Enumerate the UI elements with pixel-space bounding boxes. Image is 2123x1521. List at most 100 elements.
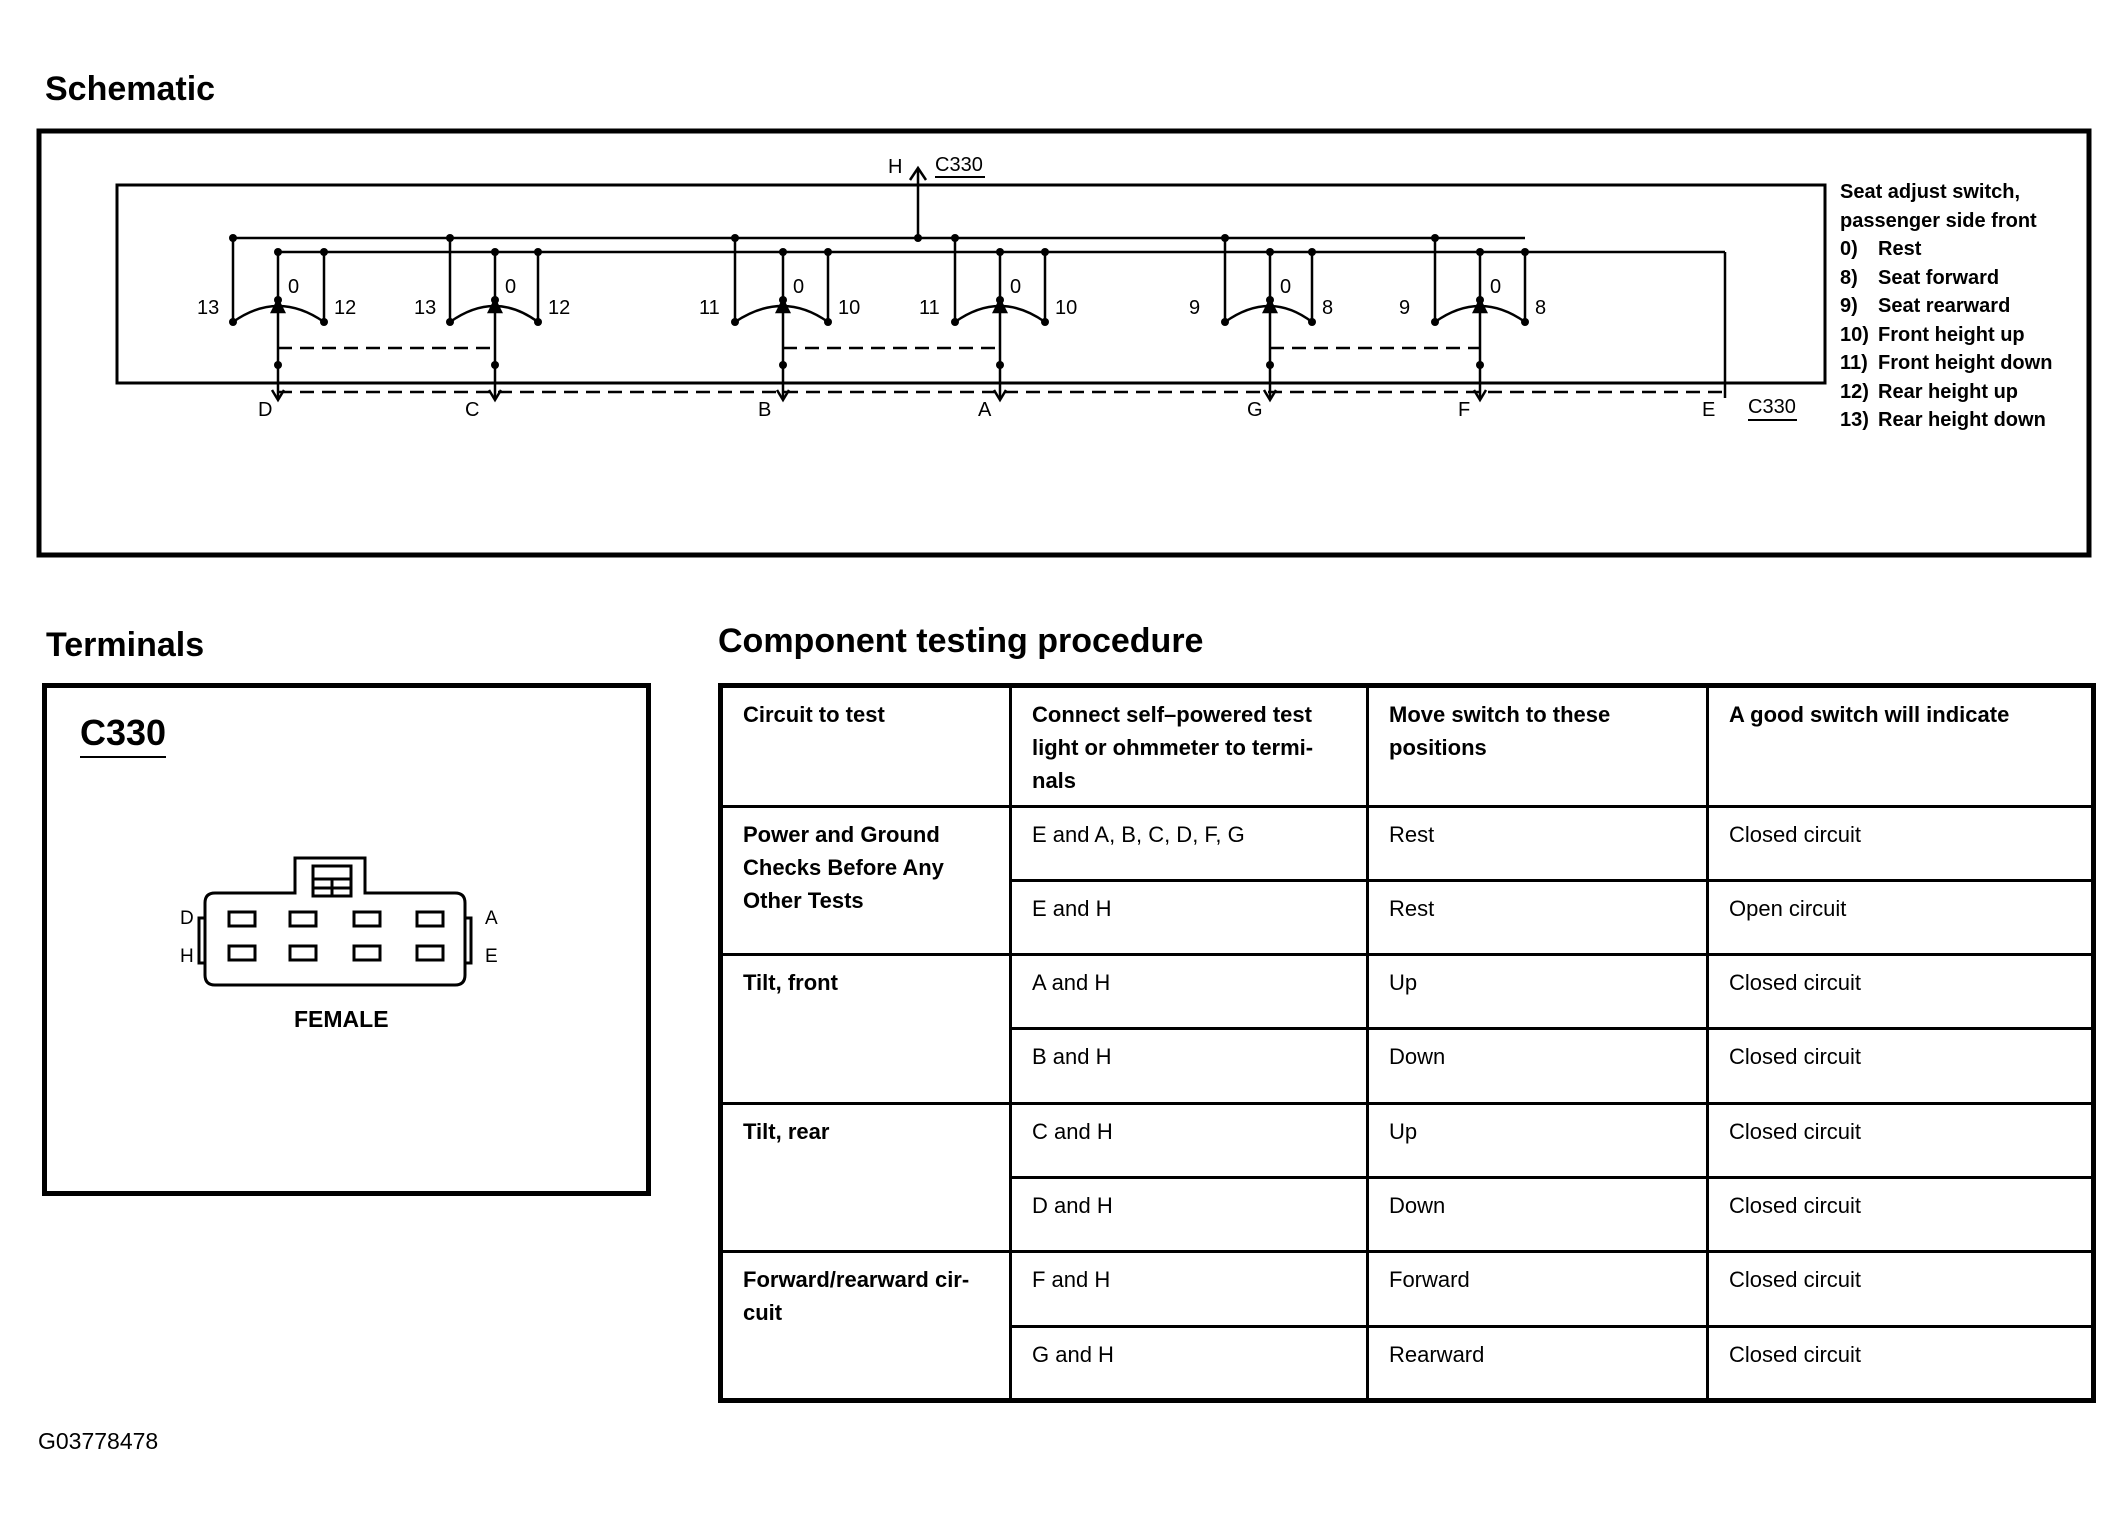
indicate-cell: Closed circuit <box>1706 1175 2095 1254</box>
switch-rest-label: 0 <box>288 276 299 298</box>
terminal-label: B <box>758 399 771 421</box>
legend-item-text: Front height up <box>1878 323 2025 346</box>
legend-item: 13) Rear height down <box>1840 406 2052 435</box>
top-connector-ref: C330 <box>935 154 983 176</box>
indicate-cell: Closed circuit <box>1706 1250 2095 1328</box>
table-header-row: Circuit to test Connect self–powered tes… <box>719 684 2095 808</box>
switch-contact-label: 8 <box>1535 297 1546 319</box>
circuit-cell: Tilt, rear <box>719 1101 1012 1254</box>
switch-contact-label: 13 <box>197 297 219 319</box>
connect-cell: B and H <box>1009 1027 1369 1105</box>
switch-rest-label: 0 <box>505 276 516 298</box>
legend-item-text: Seat rearward <box>1878 295 2011 317</box>
circuit-cell: Forward/rearward cir-cuit <box>719 1250 1012 1402</box>
legend-title-2: passenger side front <box>1840 209 2037 232</box>
indicate-cell: Closed circuit <box>1706 1324 2095 1403</box>
connect-cell: E and A, B, C, D, F, G <box>1009 804 1369 882</box>
connector-label: C330 <box>80 712 167 758</box>
legend-item: 11) Front height down <box>1840 349 2052 378</box>
switch-contact-label: 12 <box>334 297 356 319</box>
legend-item-text: Rear height down <box>1878 409 2046 431</box>
legend-title-1: Seat adjust switch, <box>1840 181 2021 203</box>
legend-item-number: 8) <box>1840 266 1858 289</box>
terminal-label: E <box>1702 399 1715 421</box>
position-cell: Down <box>1366 1027 1709 1105</box>
legend-item-number: 12) <box>1840 380 1869 403</box>
column-header: Connect self–powered test light or ohmme… <box>1009 684 1369 808</box>
circuit-cell: Tilt, front <box>719 953 1012 1105</box>
position-cell: Forward <box>1366 1250 1709 1328</box>
switch-housing <box>115 183 1827 385</box>
position-cell: Rest <box>1366 804 1709 882</box>
legend-item: 10) Front height up <box>1840 321 2052 350</box>
switch-contact-label: 10 <box>1055 297 1077 319</box>
legend-item-number: 11) <box>1840 352 1868 374</box>
column-header: A good switch will indicate <box>1706 684 2095 808</box>
switch-contact-label: 10 <box>838 297 860 319</box>
legend-item-text: Rear height up <box>1878 380 2019 403</box>
column-header: Move switch to these positions <box>1366 684 1709 808</box>
legend-item-text: Seat forward <box>1878 266 2000 289</box>
switch-contact-label: 8 <box>1322 297 1333 319</box>
terminal-label: C <box>465 399 479 421</box>
procedure-heading: Component testing procedure <box>718 622 1204 660</box>
switch-rest-label: 0 <box>1010 276 1021 298</box>
position-cell: Down <box>1366 1175 1709 1254</box>
switch-rest-label: 0 <box>1280 276 1291 298</box>
connect-cell: D and H <box>1009 1175 1369 1254</box>
switch-rest-label: 0 <box>793 276 804 298</box>
table-row: Power and Ground Checks Before Any Other… <box>719 804 2095 957</box>
procedure-table: Circuit to test Connect self–powered tes… <box>718 683 2096 1403</box>
connect-cell: A and H <box>1009 953 1369 1031</box>
connector-gender: FEMALE <box>294 1006 389 1032</box>
position-cell: Up <box>1366 1101 1709 1179</box>
legend-item: 0) Rest <box>1840 235 2052 264</box>
position-cell: Up <box>1366 953 1709 1031</box>
connect-cell: E and H <box>1009 878 1369 957</box>
switch-contact-label: 11 <box>919 297 940 319</box>
switch-contact-label: 9 <box>1399 297 1410 319</box>
schematic-heading: Schematic <box>45 70 216 108</box>
terminal-label: A <box>978 399 992 421</box>
legend-item: 12) Rear height up <box>1840 378 2052 407</box>
terminal-label: D <box>258 399 272 421</box>
legend-item: 9) Seat rearward <box>1840 292 2052 321</box>
legend-item-number: 13) <box>1840 409 1869 431</box>
switch-contact-label: 11 <box>699 297 720 319</box>
terminals-heading: Terminals <box>46 626 205 664</box>
legend-item-number: 9) <box>1840 295 1858 317</box>
legend-item: 8) Seat forward <box>1840 264 2052 293</box>
switch-legend: Seat adjust switch, passenger side front… <box>1840 178 2052 435</box>
legend-item-number: 0) <box>1840 238 1858 260</box>
connect-cell: C and H <box>1009 1101 1369 1179</box>
switch-contact-label: 12 <box>548 297 570 319</box>
top-pin-label: H <box>888 156 902 178</box>
column-header: Circuit to test <box>719 684 1012 808</box>
position-cell: Rearward <box>1366 1324 1709 1403</box>
terminals-box <box>42 683 651 1196</box>
legend-item-number: 10) <box>1840 323 1869 346</box>
bottom-connector-ref: C330 <box>1748 396 1796 418</box>
connect-cell: G and H <box>1009 1324 1369 1403</box>
connect-cell: F and H <box>1009 1250 1369 1328</box>
indicate-cell: Closed circuit <box>1706 953 2095 1031</box>
legend-item-text: Rest <box>1878 238 1922 260</box>
schematic-frame <box>36 128 2092 558</box>
circuit-cell: Power and Ground Checks Before Any Other… <box>719 804 1012 957</box>
legend-item-text: Front height down <box>1878 352 2053 374</box>
terminal-label: G <box>1247 399 1263 421</box>
indicate-cell: Open circuit <box>1706 878 2095 957</box>
indicate-cell: Closed circuit <box>1706 1027 2095 1105</box>
switch-contact-label: 13 <box>414 297 436 319</box>
indicate-cell: Closed circuit <box>1706 804 2095 882</box>
terminal-label: F <box>1458 399 1470 421</box>
position-cell: Rest <box>1366 878 1709 957</box>
